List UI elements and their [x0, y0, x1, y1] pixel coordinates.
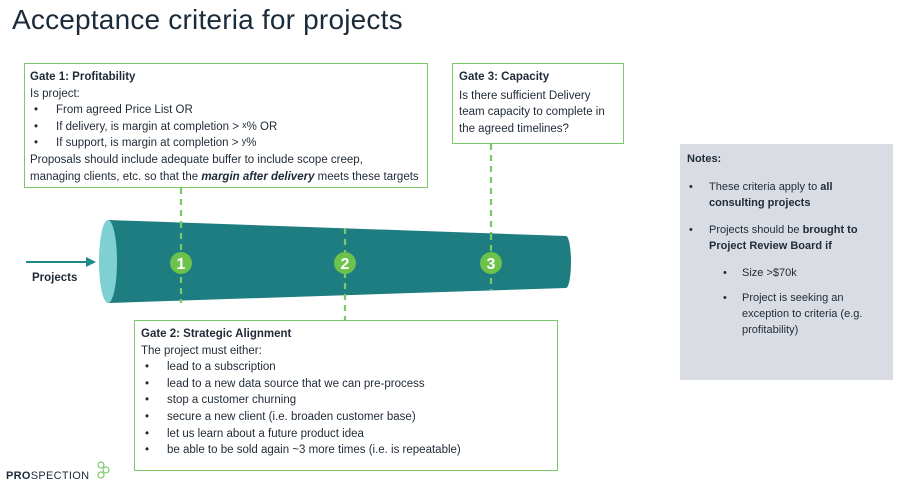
gate2-list: lead to a subscription lead to a new dat…	[141, 359, 557, 459]
margin-var-x: x	[242, 119, 247, 130]
gate1-box: Gate 1: Profitability Is project: From a…	[24, 63, 428, 188]
logo: PROSPECTION	[6, 470, 89, 482]
gate1-marker	[170, 252, 192, 274]
gate1-intro: Is project:	[30, 87, 80, 100]
logo-bold: PRO	[6, 470, 31, 482]
gate1-note: Proposals should include adequate buffer…	[30, 153, 419, 183]
notes-subitem: Size >$70k	[687, 265, 885, 281]
logo-rest: SPECTION	[30, 470, 90, 482]
gate2-intro: The project must either:	[141, 344, 262, 357]
notes-item: These criteria apply to all consulting p…	[687, 179, 885, 211]
emphasis: margin after delivery	[201, 170, 315, 183]
list-item: lead to a new data source that we can pr…	[141, 376, 557, 393]
notes-panel: Notes: These criteria apply to all consu…	[680, 144, 893, 380]
gate3-heading: Gate 3: Capacity	[459, 71, 550, 83]
list-item: lead to a subscription	[141, 359, 557, 376]
funnel-end	[561, 236, 571, 288]
gate1-number: 1	[177, 256, 186, 273]
list-item: be able to be sold again ~3 more times (…	[141, 442, 557, 459]
list-item: If delivery, is margin at completion > x…	[30, 119, 427, 136]
logo-icon	[97, 461, 110, 479]
projects-label: Projects	[32, 272, 78, 284]
gate2-marker	[334, 252, 356, 274]
gate3-number: 3	[487, 256, 496, 273]
gate2-box: Gate 2: Strategic Alignment The project …	[134, 320, 558, 471]
gate2-heading: Gate 2: Strategic Alignment	[141, 328, 292, 340]
notes-heading: Notes:	[687, 153, 722, 165]
list-item: From agreed Price List OR	[30, 102, 427, 119]
list-item: let us learn about a future product idea	[141, 426, 557, 443]
funnel-mouth	[99, 220, 117, 303]
list-item: If support, is margin at completion > y%	[30, 135, 427, 152]
gate1-list: From agreed Price List OR If delivery, i…	[30, 102, 427, 152]
list-item: stop a customer churning	[141, 392, 557, 409]
gate1-heading: Gate 1: Profitability	[30, 71, 136, 83]
notes-item: Projects should be brought to Project Re…	[687, 222, 885, 254]
list-item: secure a new client (i.e. broaden custom…	[141, 409, 557, 426]
gate3-marker	[480, 252, 502, 274]
projects-arrow-head	[86, 257, 96, 267]
gate3-body: Is there sufficient Delivery team capaci…	[459, 89, 605, 135]
notes-subitem: Project is seeking an exception to crite…	[687, 290, 885, 338]
margin-var-y: y	[241, 136, 247, 147]
gate2-number: 2	[341, 256, 350, 273]
gate3-box: Gate 3: Capacity Is there sufficient Del…	[452, 63, 624, 144]
page-title: Acceptance criteria for projects	[12, 4, 403, 35]
